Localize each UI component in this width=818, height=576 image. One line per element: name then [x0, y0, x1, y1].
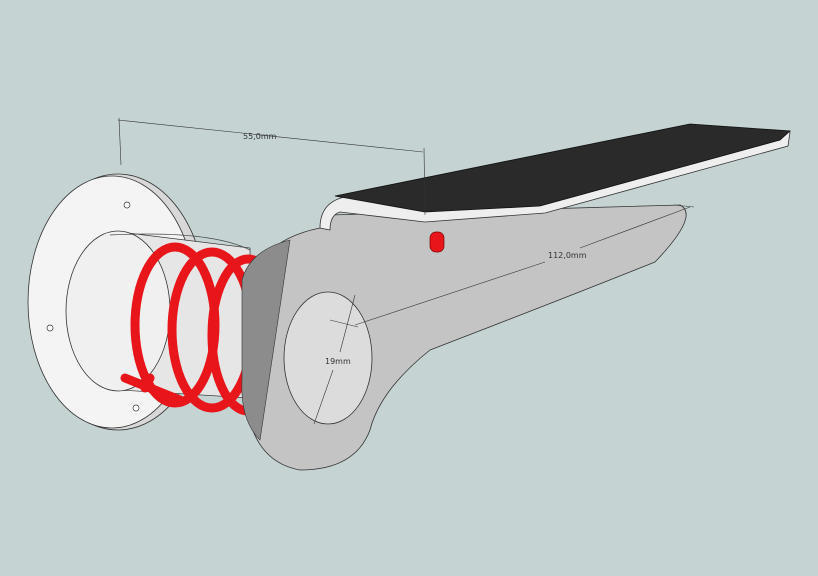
dimension-19mm — [313, 294, 356, 425]
screw-hole — [123, 201, 131, 209]
lever-arm — [241, 204, 687, 471]
dimension-label-55mm: 55,0mm — [243, 132, 277, 141]
screw-hole — [46, 324, 54, 332]
dimension-112mm — [329, 204, 695, 328]
dimension-label-112mm: 112,0mm — [548, 251, 587, 260]
screw-hole — [132, 404, 140, 412]
dimension-55mm — [117, 117, 426, 216]
dimension-label-19mm: 19mm — [325, 357, 351, 366]
red-pin — [429, 231, 445, 253]
